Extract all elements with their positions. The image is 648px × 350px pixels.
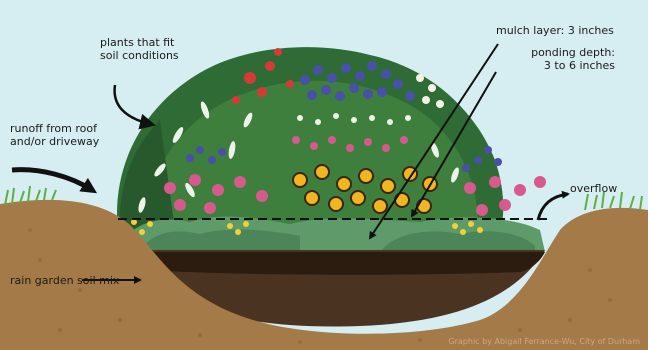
label-soil-mix: rain garden soil mix <box>10 274 119 287</box>
label-ponding: ponding depth: 3 to 6 inches <box>500 46 615 72</box>
label-mulch: mulch layer: 3 inches <box>496 24 614 37</box>
mulch-layer-band <box>125 252 545 275</box>
label-plants: plants that fit soil conditions <box>100 36 179 62</box>
low-foliage <box>118 217 545 252</box>
label-runoff: runoff from roof and/or driveway <box>10 122 99 148</box>
image-credit: Graphic by Abigail Ferrance-Wu, City of … <box>448 337 640 346</box>
label-overflow: overflow <box>570 182 617 195</box>
